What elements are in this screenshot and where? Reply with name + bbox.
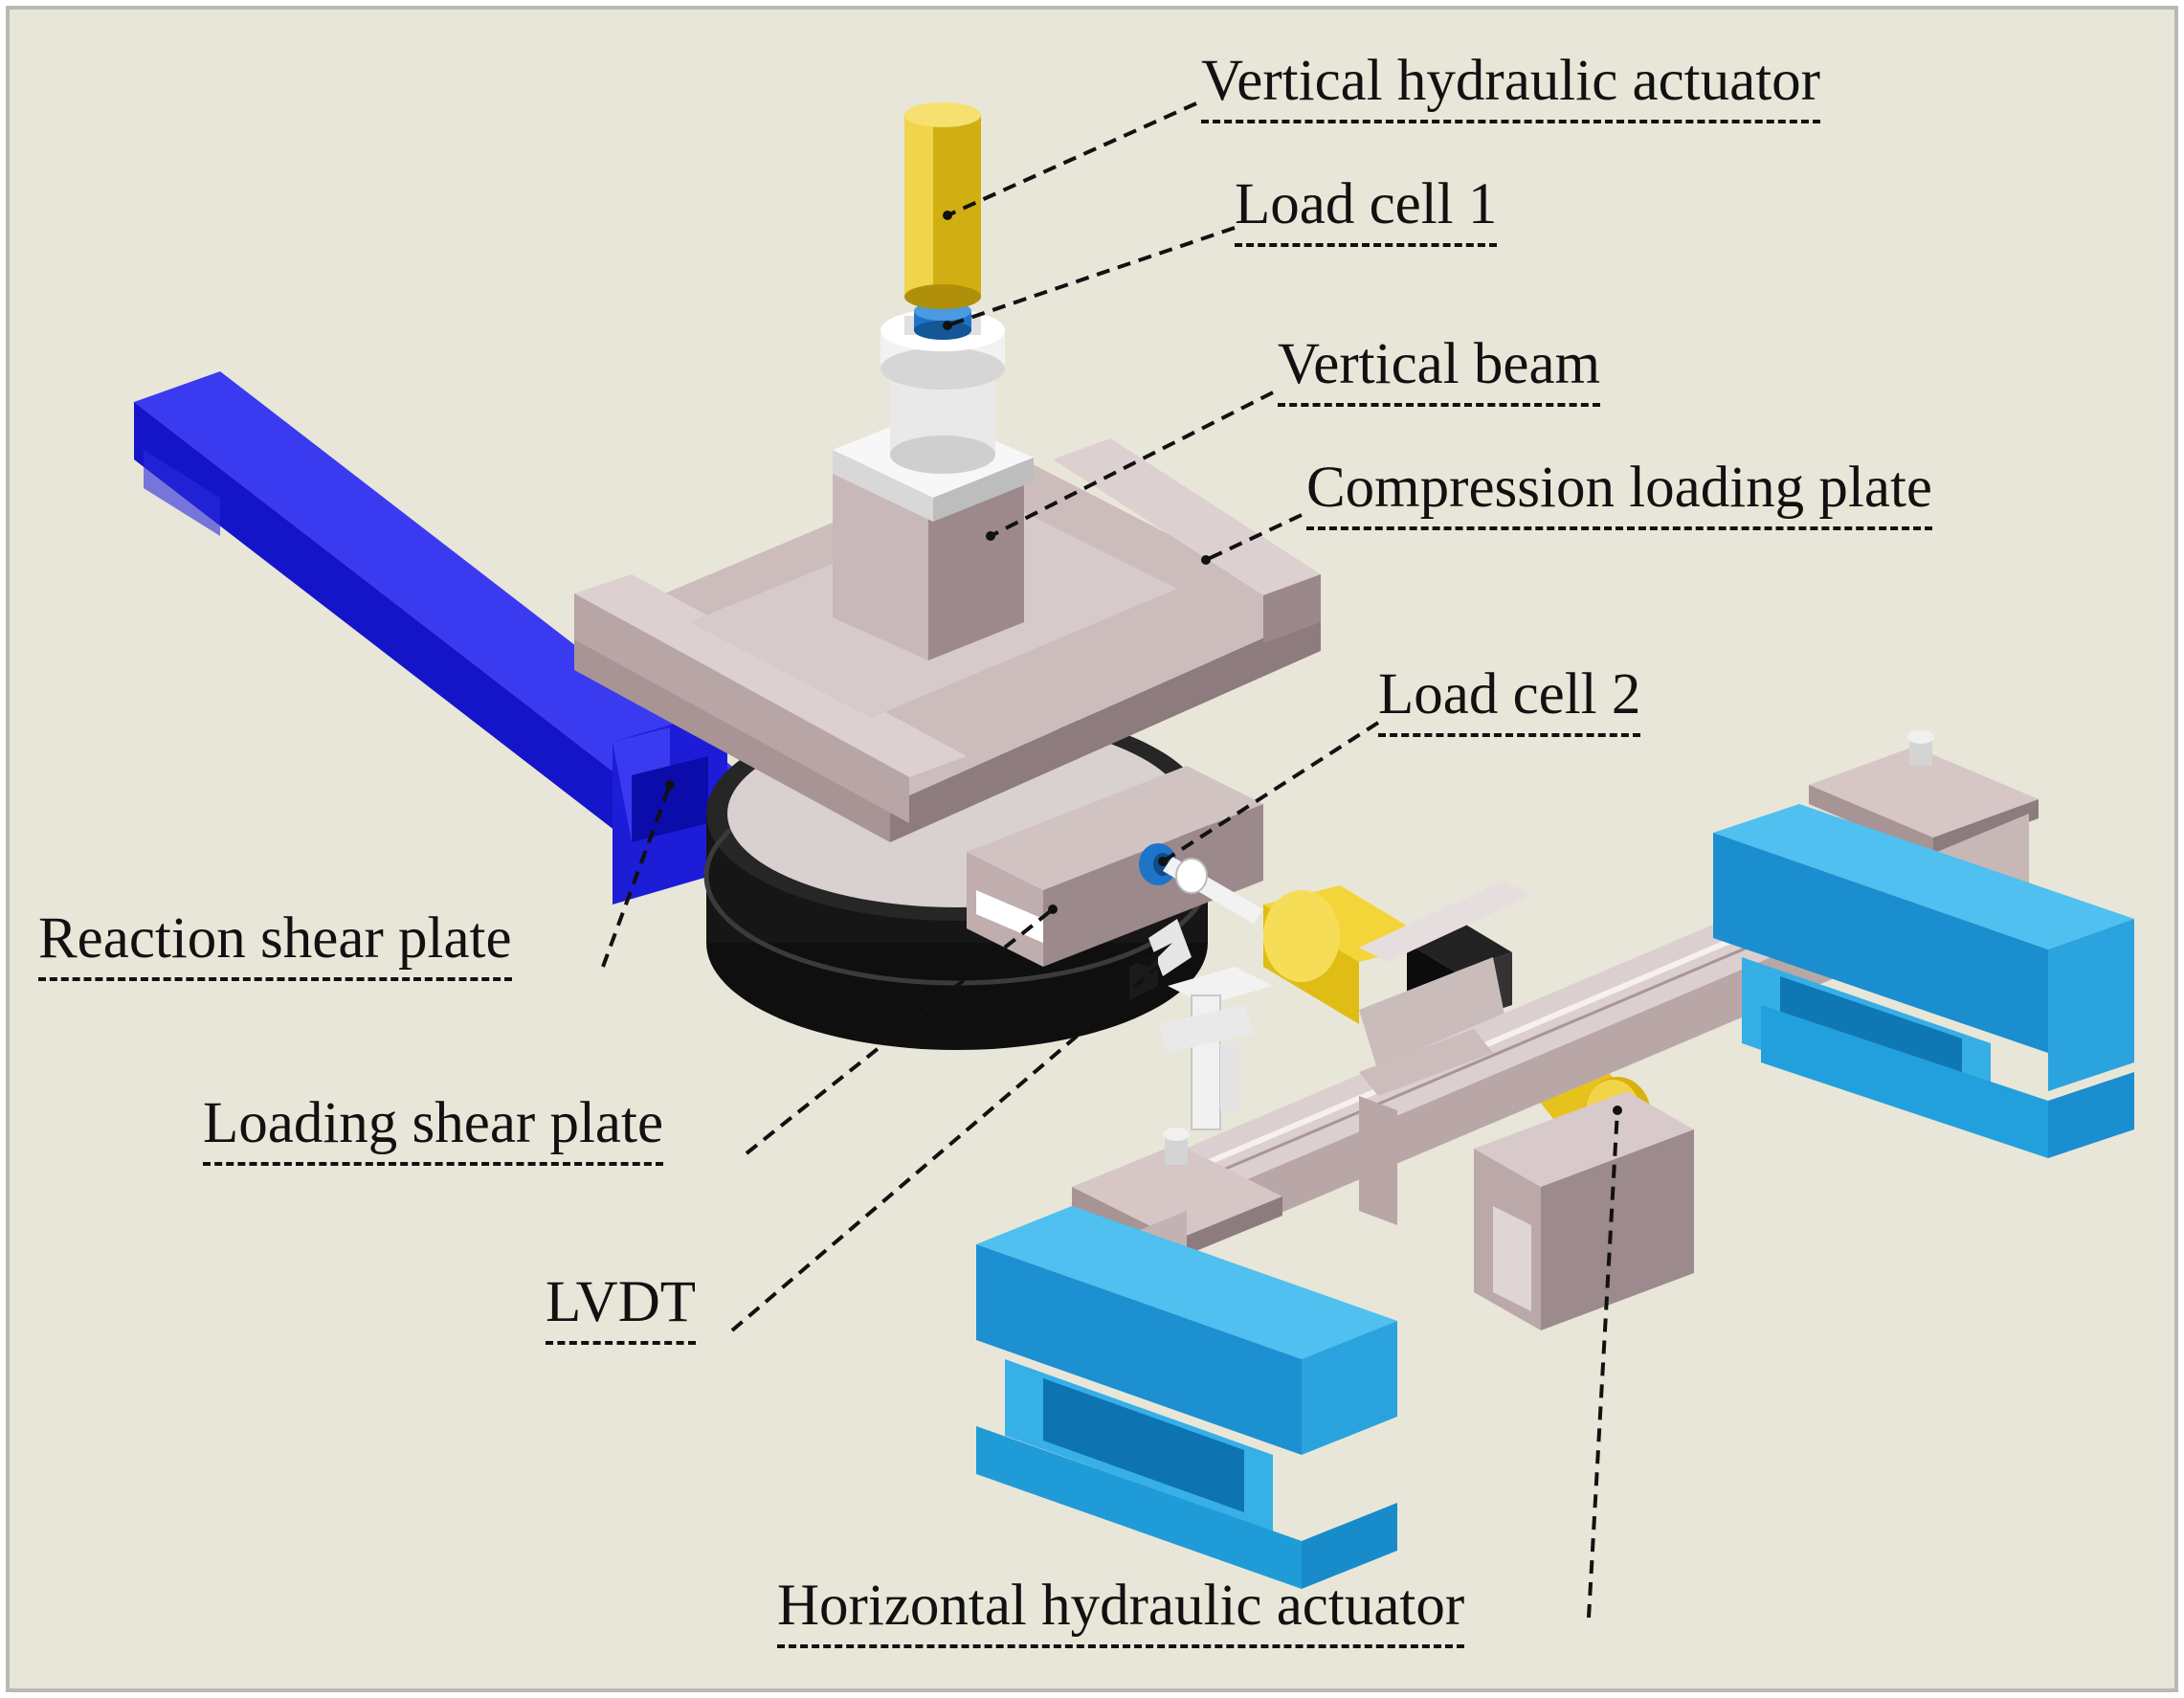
label-reaction-shear-plate: Reaction shear plate <box>38 909 512 981</box>
label-lvdt: LVDT <box>546 1273 697 1345</box>
reaction-shear-plate <box>613 708 727 905</box>
lvdt-stand <box>1129 919 1273 1130</box>
label-horizontal-hydraulic-actuator: Horizontal hydraulic actuator <box>777 1576 1465 1648</box>
leader-compression-plate <box>1205 513 1303 562</box>
leader-dots <box>665 211 1622 1115</box>
leader-load-cell-1 <box>947 226 1236 327</box>
label-vertical-hydraulic-actuator: Vertical hydraulic actuator <box>1201 52 1820 123</box>
label-load-cell-2: Load cell 2 <box>1378 665 1641 737</box>
right-support-beam <box>1713 804 2134 1158</box>
label-vertical-beam: Vertical beam <box>1278 335 1601 407</box>
leader-lines <box>601 101 1619 1619</box>
middle-support <box>1359 1029 1694 1330</box>
load-cell-1-assembly <box>880 302 1005 474</box>
left-support-beam <box>976 1206 1397 1589</box>
label-compression-loading-plate: Compression loading plate <box>1306 458 1932 530</box>
leader-horizontal-actuator <box>1587 1109 1619 1619</box>
label-load-cell-1: Load cell 1 <box>1235 175 1498 247</box>
leader-vertical-actuator <box>947 101 1197 217</box>
leader-lvdt <box>730 965 1160 1332</box>
loading-shear-plate-shape <box>967 766 1263 967</box>
leader-reaction-shear-plate <box>601 784 672 968</box>
horizontal-rod <box>1163 857 1263 924</box>
leader-vertical-beam <box>990 391 1274 538</box>
label-loading-shear-plate: Loading shear plate <box>203 1094 664 1166</box>
